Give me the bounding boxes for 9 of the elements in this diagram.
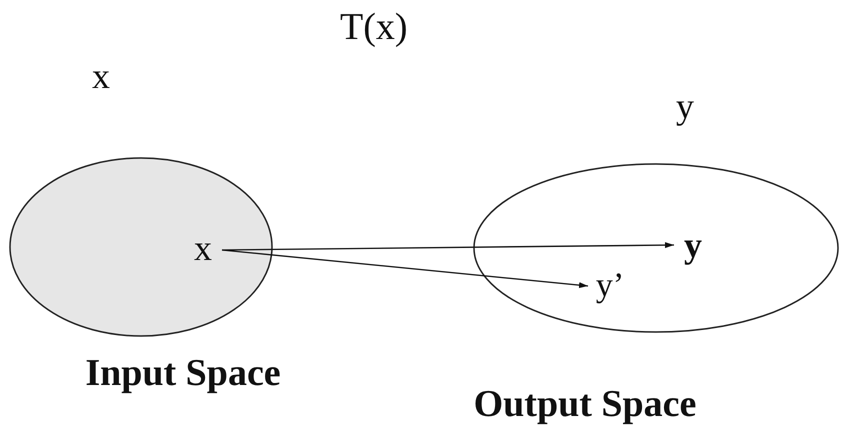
- point-label: y’: [590, 264, 630, 308]
- region-title: Input Space: [84, 351, 282, 396]
- region-title: Output Space: [472, 382, 698, 427]
- point-label: y: [676, 224, 710, 266]
- math-label: x: [92, 58, 110, 94]
- point-label: x: [186, 228, 220, 268]
- math-label: T(x): [340, 8, 408, 46]
- arrow: [222, 249, 588, 288]
- math-label: y: [676, 88, 694, 124]
